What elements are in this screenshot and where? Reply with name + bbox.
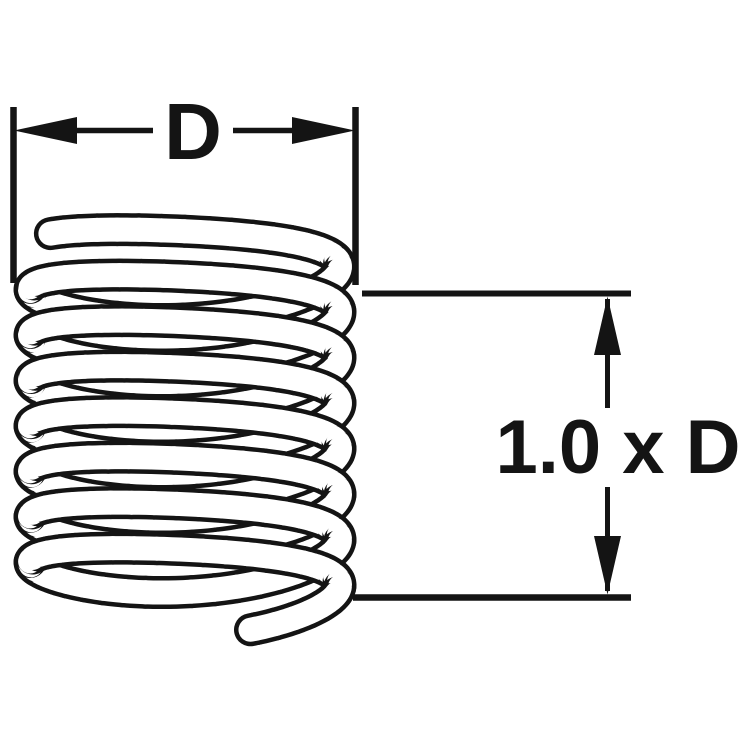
arrow-right-icon	[292, 117, 355, 144]
diameter-label: D	[164, 87, 222, 176]
arrow-up-icon	[594, 296, 621, 355]
arrow-left-icon	[14, 117, 77, 144]
height-dimension: 1.0 x D	[353, 290, 741, 601]
coil-spring	[13, 213, 357, 647]
height-label: 1.0 x D	[495, 405, 740, 490]
arrow-down-icon	[594, 536, 621, 595]
diameter-dimension: D	[10, 87, 359, 285]
